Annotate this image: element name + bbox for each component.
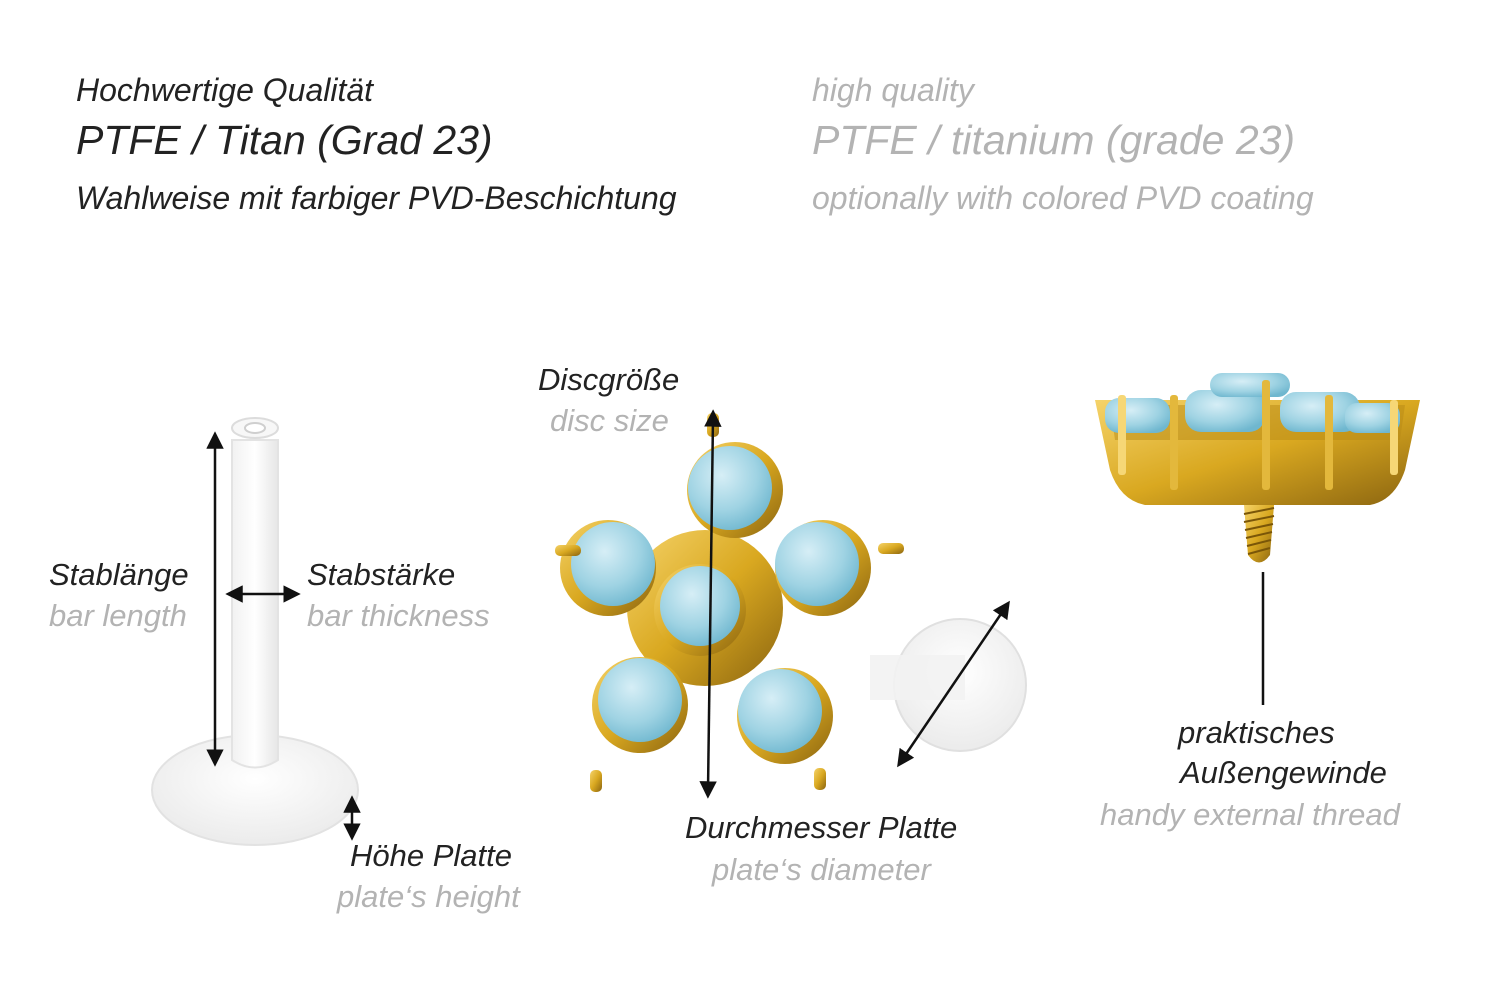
plate-height-label-en: plate‘s height: [337, 879, 520, 914]
disc-size-label-en: disc size: [550, 403, 669, 438]
flat-plate: [870, 618, 1027, 752]
bar-thickness-label-en: bar thickness: [307, 598, 490, 633]
plate-diameter-label-en: plate‘s diameter: [712, 852, 931, 887]
labret-base: [151, 417, 359, 846]
flower-top: [555, 413, 904, 792]
material-en: PTFE / titanium (grade 23): [812, 117, 1296, 163]
disc-size-arrow: [699, 409, 722, 799]
disc-size-label-de: Discgröße: [538, 362, 680, 397]
external-thread-label-de-line2: Außengewinde: [1180, 755, 1387, 790]
quality-de: Hochwertige Qualität: [76, 72, 374, 108]
bar-length-label-de: Stablänge: [49, 557, 189, 592]
plate-diameter-arrow: [897, 600, 1010, 768]
bar-thickness-label-de: Stabstärke: [307, 557, 456, 592]
coating-de: Wahlweise mit farbiger PVD-Beschichtung: [76, 180, 677, 216]
material-de: PTFE / Titan (Grad 23): [76, 117, 493, 163]
plate-height-label-de: Höhe Platte: [350, 838, 512, 873]
plate-diameter-label-de: Durchmesser Platte: [685, 810, 958, 845]
threaded-top-side-view: [1095, 373, 1420, 563]
bar-length-label-en: bar length: [49, 598, 187, 633]
external-thread-label-en: handy external thread: [1100, 797, 1400, 832]
external-thread-label-de-line1: praktisches: [1178, 715, 1335, 750]
coating-en: optionally with colored PVD coating: [812, 180, 1314, 216]
quality-en: high quality: [812, 72, 974, 108]
